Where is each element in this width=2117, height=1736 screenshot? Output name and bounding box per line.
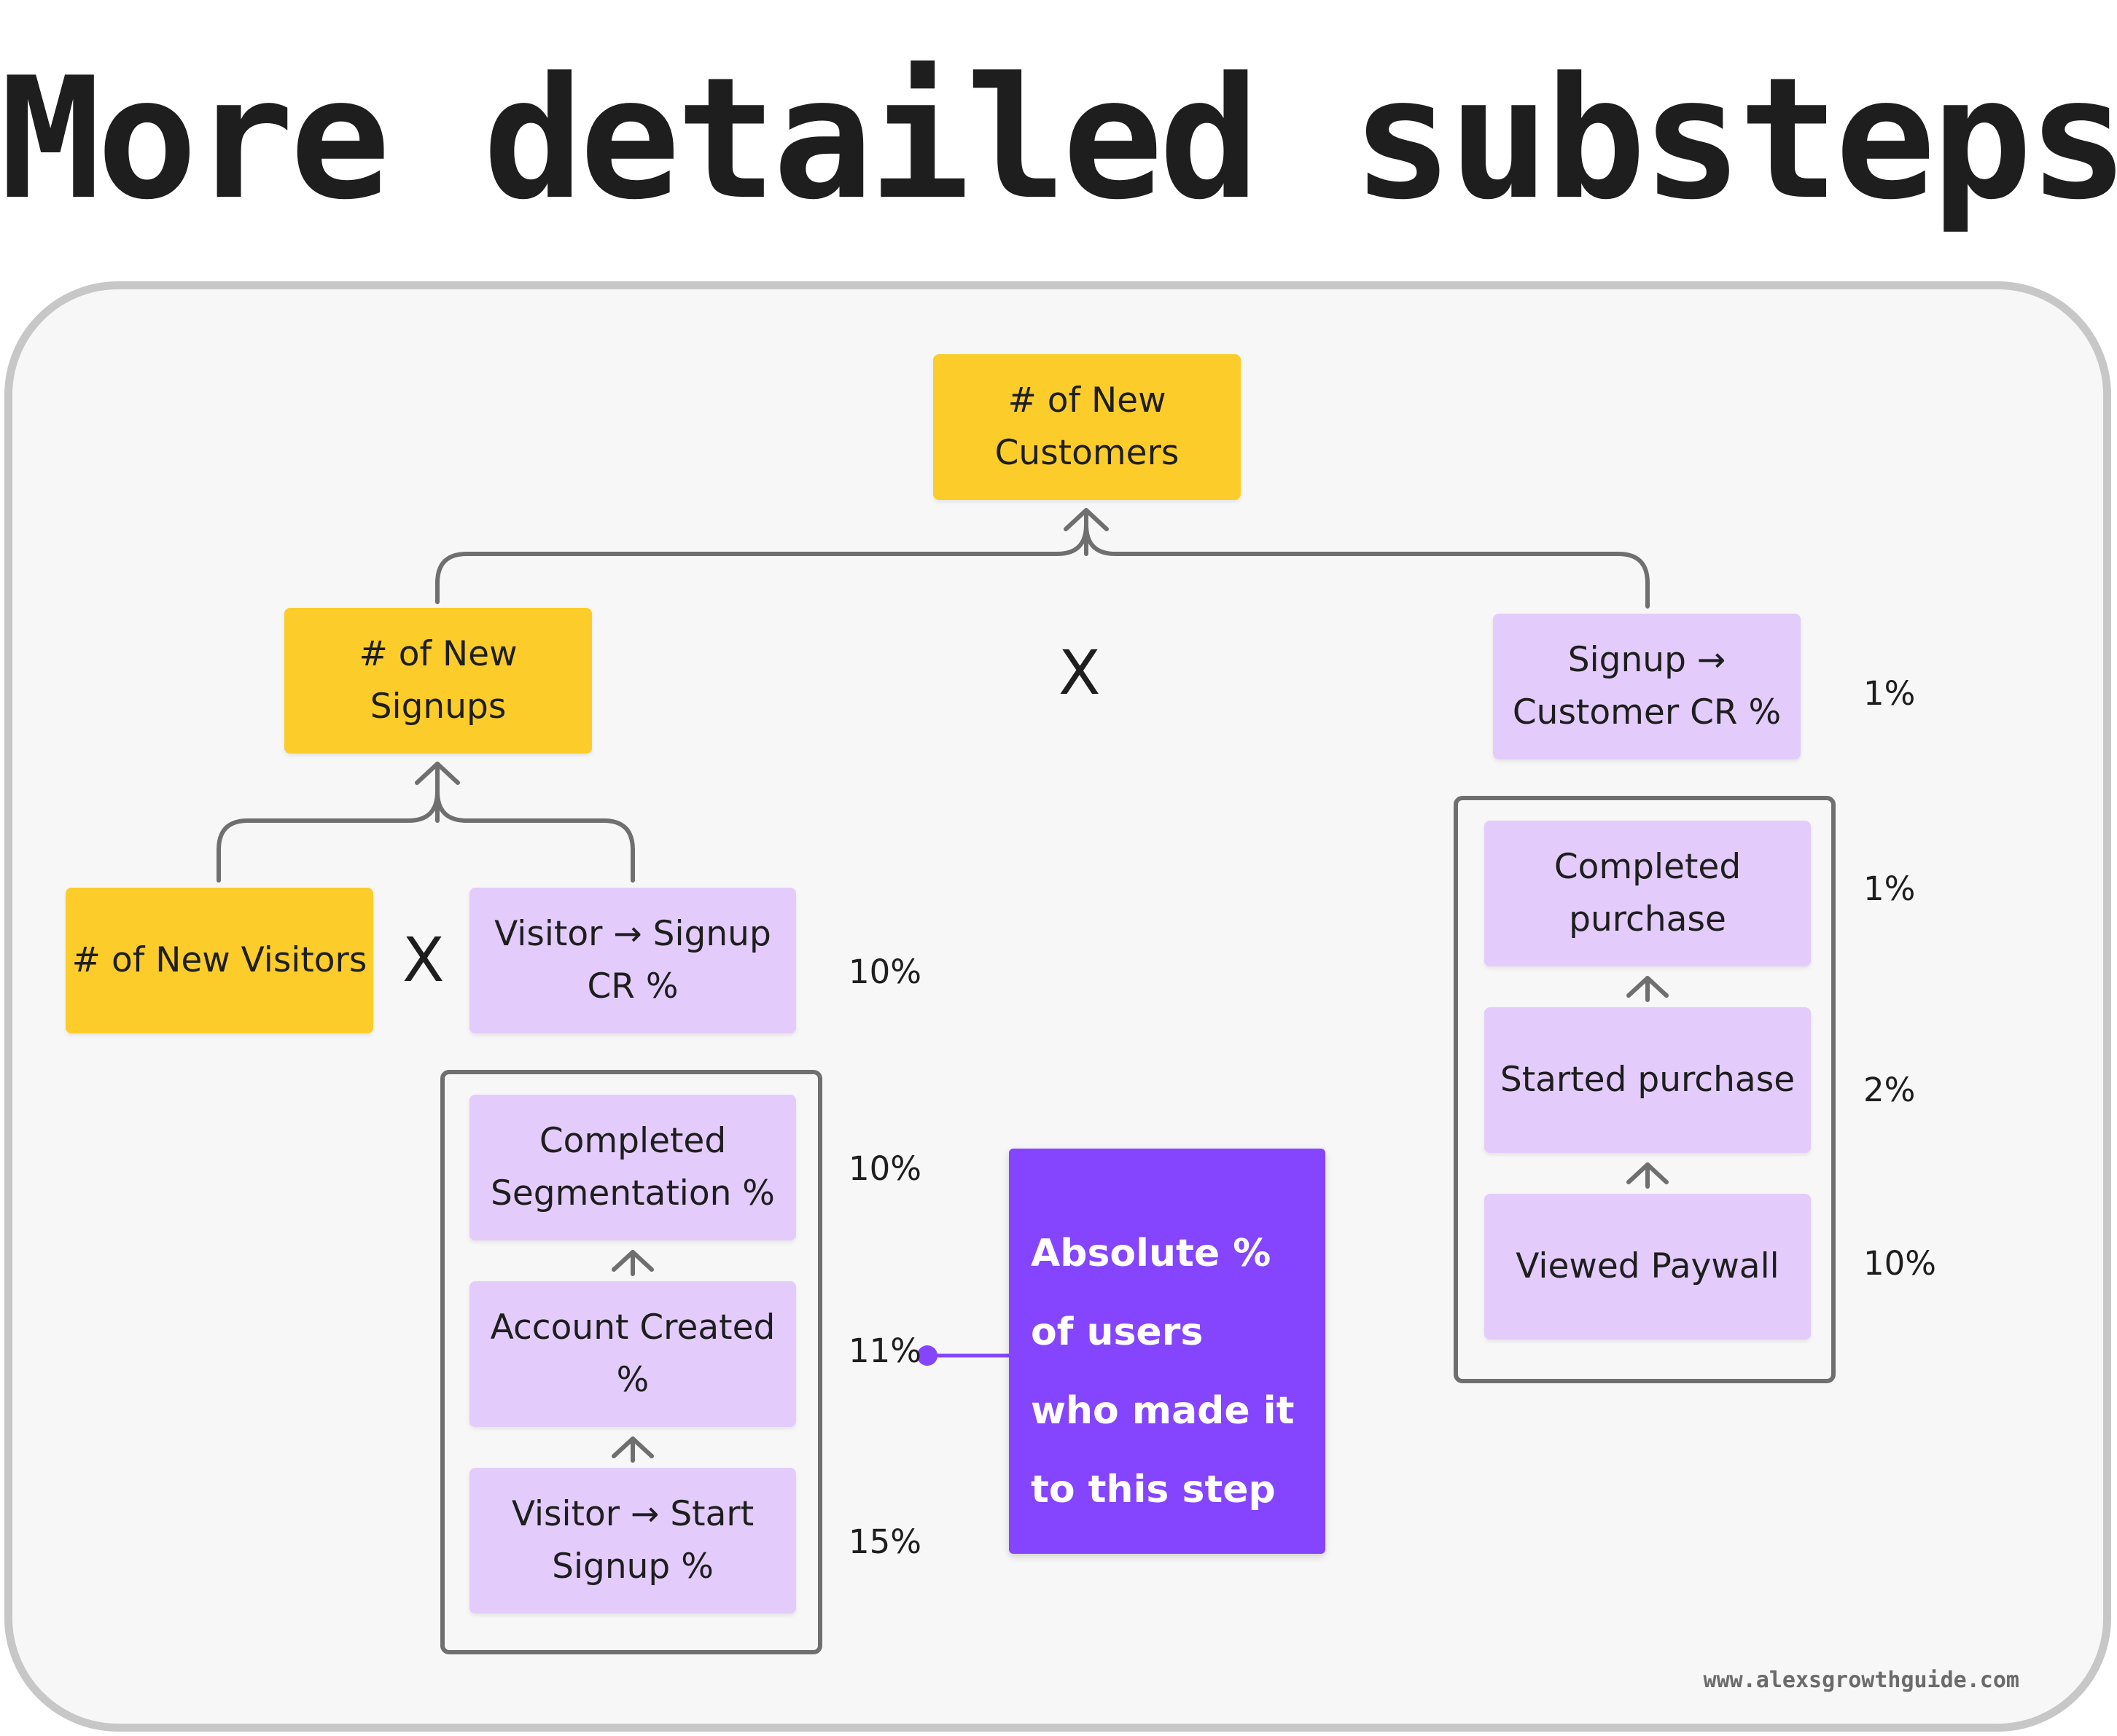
node-completed-purchase: Completed purchase	[1484, 821, 1811, 966]
pct-visitor-signup-cr: 10%	[849, 953, 922, 991]
page-title: More detailed substeps	[0, 42, 2117, 237]
node-started-purchase-label: Started purchase	[1500, 1060, 1796, 1100]
pct-signup-customer-cr: 1%	[1863, 674, 1916, 713]
pct-started-purchase: 2%	[1863, 1071, 1916, 1109]
node-viewed-paywall-label: Viewed Paywall	[1516, 1246, 1779, 1286]
node-new-customers-label: # of New Customers	[994, 380, 1180, 473]
node-new-customers: # of New Customers	[933, 354, 1241, 500]
node-new-visitors-label: # of New Visitors	[71, 940, 367, 980]
node-visitor-signup-cr-label: Visitor → Signup CR %	[494, 914, 771, 1006]
arrow-up-started-purchase-icon	[1626, 1162, 1669, 1184]
pct-completed-purchase: 1%	[1863, 869, 1916, 908]
annotation-dot-icon	[917, 1345, 937, 1366]
node-new-signups-label: # of New Signups	[359, 634, 518, 727]
pct-completed-segmentation: 10%	[849, 1149, 922, 1188]
node-viewed-paywall: Viewed Paywall	[1484, 1194, 1811, 1340]
arrow-up-completed-purchase-icon	[1626, 976, 1669, 998]
node-completed-segmentation-label: Completed Segmentation %	[491, 1121, 775, 1213]
bracket-left	[217, 789, 635, 883]
purchase-substeps-group	[1454, 796, 1836, 1383]
node-completed-segmentation: Completed Segmentation %	[469, 1095, 796, 1240]
node-account-created-label: Account Created %	[490, 1307, 776, 1400]
footer-url: www.alexsgrowthguide.com	[1703, 1667, 2019, 1693]
node-account-created: Account Created %	[469, 1281, 796, 1427]
annotation-note-text: Absolute % of users who made it to this …	[1031, 1232, 1295, 1512]
bracket-top	[435, 523, 1650, 609]
pct-viewed-paywall: 10%	[1863, 1244, 1937, 1283]
node-signup-customer-cr: Signup → Customer CR %	[1493, 614, 1801, 759]
multiply-operator-top: X	[1058, 637, 1101, 708]
node-signup-customer-cr-label: Signup → Customer CR %	[1512, 640, 1782, 732]
signup-substeps-group	[440, 1070, 822, 1654]
node-started-purchase: Started purchase	[1484, 1007, 1811, 1153]
pct-account-created: 11%	[849, 1332, 922, 1370]
node-new-signups: # of New Signups	[284, 608, 592, 754]
node-visitor-start-signup-label: Visitor → Start Signup %	[511, 1494, 755, 1587]
node-completed-purchase-label: Completed purchase	[1553, 847, 1742, 939]
annotation-note: Absolute % of users who made it to this …	[1009, 1149, 1325, 1554]
arrow-up-segmentation-icon	[612, 1250, 654, 1272]
node-visitor-signup-cr: Visitor → Signup CR %	[469, 888, 796, 1033]
node-new-visitors: # of New Visitors	[66, 888, 373, 1033]
arrowhead-customers-icon	[1064, 508, 1109, 531]
multiply-operator-left: X	[402, 924, 445, 996]
arrow-up-account-icon	[612, 1436, 654, 1458]
node-visitor-start-signup: Visitor → Start Signup %	[469, 1468, 796, 1614]
arrowhead-signups-icon	[415, 762, 460, 785]
pct-visitor-start-signup: 15%	[849, 1522, 922, 1561]
